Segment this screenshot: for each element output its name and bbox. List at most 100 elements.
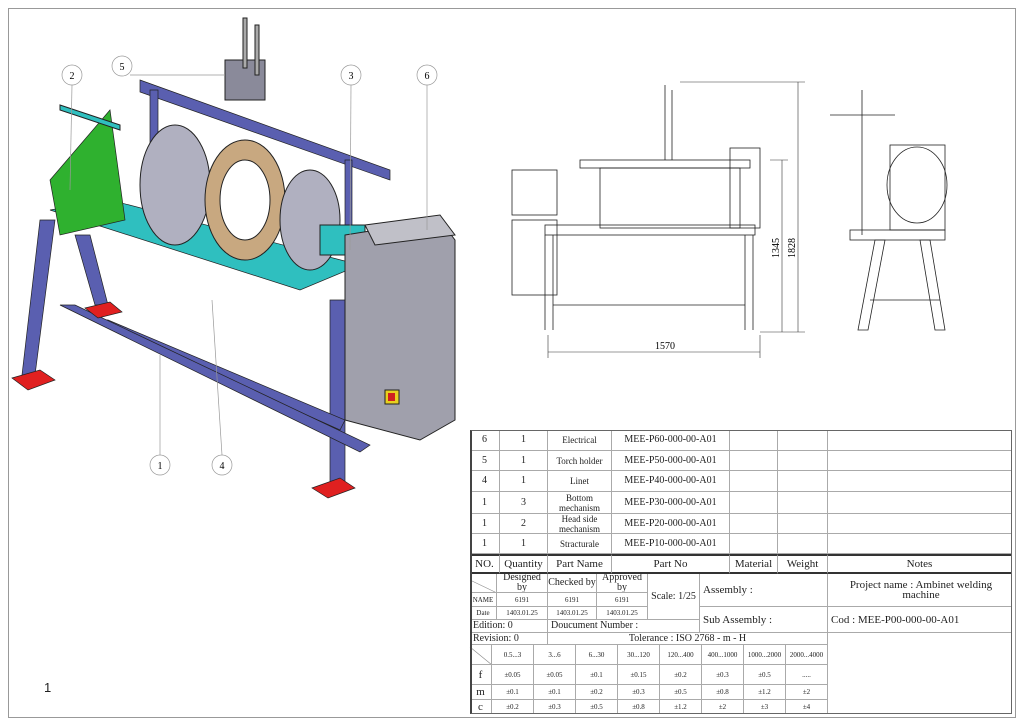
sign-date: 1403.01.25: [548, 607, 597, 620]
tolerance-value: ±0.15: [618, 665, 660, 685]
bom-empty-cell: [730, 534, 778, 554]
tolerance-value: ±1.2: [744, 685, 786, 700]
bom-header: Weight: [778, 554, 828, 574]
edition: Edition: 0: [470, 620, 548, 633]
bom-name: Electrical: [548, 430, 612, 451]
tolerance-range: 400...1000: [702, 645, 744, 665]
sign-date: 1403.01.25: [497, 607, 548, 620]
bom-empty-cell: [730, 514, 778, 534]
bom-header: NO.: [470, 554, 500, 574]
corner-cell: [470, 574, 497, 593]
bom-part_no: MEE-P30-000-00-A01: [612, 492, 730, 514]
bom-qty: 1: [500, 451, 548, 471]
balloon-5: 5: [120, 62, 125, 73]
revision: Revision: 0: [470, 633, 548, 645]
bom-empty-cell: [730, 492, 778, 514]
date-label: Date: [470, 607, 497, 620]
tolerance-value: ±0.05: [534, 665, 576, 685]
signer-name: 6191: [497, 593, 548, 607]
page-number: 1: [44, 680, 52, 695]
tolerance-value: ±0.2: [576, 685, 618, 700]
tolerance-value: ±0.2: [660, 665, 702, 685]
tolerance-value: ±0.3: [702, 665, 744, 685]
sub-assembly-label: Sub Assembly :: [700, 607, 828, 633]
bom-no: 6: [470, 430, 500, 451]
tolerance-range: 30...120: [618, 645, 660, 665]
tolerance-value: ±0.1: [576, 665, 618, 685]
bom-empty-cell: [778, 430, 828, 451]
title-block-border: [470, 430, 1012, 714]
bom-part_no: MEE-P60-000-00-A01: [612, 430, 730, 451]
bom-no: 1: [470, 492, 500, 514]
bom-empty-cell: [730, 430, 778, 451]
balloon-3: 3: [349, 71, 354, 82]
tolerance-value: ±0.05: [492, 665, 534, 685]
bom-part_no: MEE-P20-000-00-A01: [612, 514, 730, 534]
tolerance-value: ±0.5: [660, 685, 702, 700]
bom-empty-cell: [730, 451, 778, 471]
bom-empty-cell: [778, 492, 828, 514]
tolerance-value: ±0.1: [492, 685, 534, 700]
drawing-frame: [8, 8, 1016, 718]
isometric-view: [11, 17, 456, 499]
tolerance-value: ±0.1: [534, 685, 576, 700]
bom-name: Torch holder: [548, 451, 612, 471]
bom-no: 4: [470, 471, 500, 492]
tolerance-range: 6...30: [576, 645, 618, 665]
tolerance-value: .....: [786, 665, 828, 685]
tolerance-range: 120...400: [660, 645, 702, 665]
designed-by-label: Designed by: [497, 574, 548, 593]
bom-name: Linet: [548, 471, 612, 492]
signer-name: 6191: [597, 593, 648, 607]
tolerance-standard: Tolerance : ISO 2768 - m - H: [548, 633, 828, 645]
bom-part_no: MEE-P10-000-00-A01: [612, 534, 730, 554]
dim-height-1345: 1345: [771, 238, 782, 258]
tolerance-class: m: [470, 685, 492, 700]
bom-no: 5: [470, 451, 500, 471]
tolerance-range: 2000...4000: [786, 645, 828, 665]
balloon-2: 2: [70, 71, 75, 82]
dimensions: [547, 81, 805, 358]
bom-empty-cell: [778, 451, 828, 471]
bom-qty: 1: [500, 534, 548, 554]
document-number: Doucument Number :: [548, 620, 700, 633]
tolerance-value: ±0.3: [618, 685, 660, 700]
signer-name: 6191: [548, 593, 597, 607]
dim-width: 1570: [655, 341, 675, 352]
name-label: NAME: [470, 593, 497, 607]
approved-by-label: Approved by: [597, 574, 648, 593]
tolerance-range: 0.5...3: [492, 645, 534, 665]
bom-empty-cell: [778, 514, 828, 534]
checked-by-label: Checked by: [548, 574, 597, 593]
bom-qty: 3: [500, 492, 548, 514]
bom-qty: 2: [500, 514, 548, 534]
bom-qty: 1: [500, 430, 548, 451]
bom-name: Stracturale: [548, 534, 612, 554]
balloon-6: 6: [425, 71, 430, 82]
tolerance-class: f: [470, 665, 492, 685]
bom-empty-cell: [778, 471, 828, 492]
balloons: [61, 55, 438, 476]
bom-empty-cell: [730, 471, 778, 492]
bom-header: Part Name: [548, 554, 612, 574]
bom-header: Material: [730, 554, 778, 574]
bom-name: Bottom mechanism: [548, 492, 612, 514]
bom-empty-cell: [778, 534, 828, 554]
balloon-4: 4: [220, 461, 225, 472]
dim-height-1828: 1828: [787, 238, 798, 258]
bom-name: Head side mechanism: [548, 514, 612, 534]
bom-qty: 1: [500, 471, 548, 492]
assembly-label: Assembly :: [700, 574, 828, 607]
bom-part_no: MEE-P40-000-00-A01: [612, 471, 730, 492]
tolerance-range: 1000...2000: [744, 645, 786, 665]
tolerance-value: ±2: [786, 685, 828, 700]
bom-no: 1: [470, 514, 500, 534]
scale: Scale: 1/25: [648, 574, 700, 620]
side-view: [830, 90, 948, 331]
balloon-1: 1: [158, 461, 163, 472]
sign-date: 1403.01.25: [597, 607, 648, 620]
tolerance-range: 3...6: [534, 645, 576, 665]
bom-header: Part No: [612, 554, 730, 574]
tolerance-corner: [470, 645, 492, 665]
